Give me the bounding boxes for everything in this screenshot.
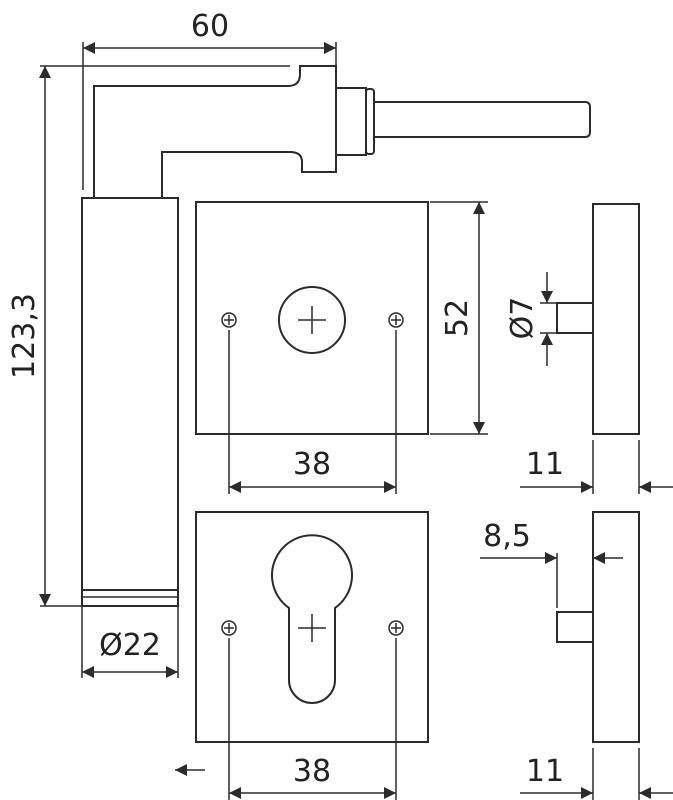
spindle-hole <box>278 286 346 354</box>
rosette-side <box>592 511 640 743</box>
grip-end-ring <box>81 589 179 607</box>
spindle <box>374 101 591 138</box>
dimension-grip-diameter: Ø22 <box>81 606 179 678</box>
screw-cross-icon <box>224 315 234 325</box>
center-mark-icon <box>298 614 326 642</box>
screw-hole-right <box>388 312 404 328</box>
dimension-screw-spacing-bottom: 38 <box>175 638 397 800</box>
screw-cross-icon <box>224 623 234 633</box>
spindle-stub <box>556 302 594 334</box>
cylinder-keyhole <box>271 534 353 704</box>
collar <box>335 87 367 156</box>
dimension-total-height: 123,3 <box>7 66 82 607</box>
rosette-plate <box>195 201 429 435</box>
dimension-screw-spacing-top: 38 <box>228 330 397 494</box>
center-mark-icon <box>298 306 326 334</box>
rosette-bottom <box>195 511 429 743</box>
label-thickness-bottom: 11 <box>526 754 564 789</box>
screw-cross-icon <box>391 315 401 325</box>
screw-hole-right <box>388 620 404 636</box>
lever-outline <box>93 65 337 198</box>
label-grip-diameter: Ø22 <box>99 628 161 663</box>
rosette-bottom-side-view: 8,5 11 <box>480 511 673 800</box>
retaining-ring <box>365 88 375 155</box>
rosette-plate <box>195 511 429 743</box>
screw-hole-left <box>221 620 237 636</box>
screw-hole-left <box>221 312 237 328</box>
screw-cross-icon <box>391 623 401 633</box>
label-cylinder-offset: 8,5 <box>483 519 531 554</box>
cylinder-stub <box>556 611 594 643</box>
label-screw-spacing-bottom: 38 <box>293 754 331 789</box>
label-spindle-diameter: Ø7 <box>505 297 540 340</box>
dimension-lever-width: 60 <box>82 9 337 190</box>
rosette-top <box>195 201 429 435</box>
lever-handle <box>40 65 591 607</box>
label-rosette-height: 52 <box>440 299 475 337</box>
grip-cylinder <box>81 197 179 591</box>
label-total-height: 123,3 <box>7 293 42 379</box>
label-lever-width: 60 <box>191 9 229 44</box>
label-screw-spacing-top: 38 <box>293 447 331 482</box>
rosette-top-side-view: Ø7 11 <box>505 203 673 494</box>
dimension-rosette-height: 52 <box>430 201 488 435</box>
label-thickness-top: 11 <box>526 447 564 482</box>
rosette-side <box>592 203 640 435</box>
